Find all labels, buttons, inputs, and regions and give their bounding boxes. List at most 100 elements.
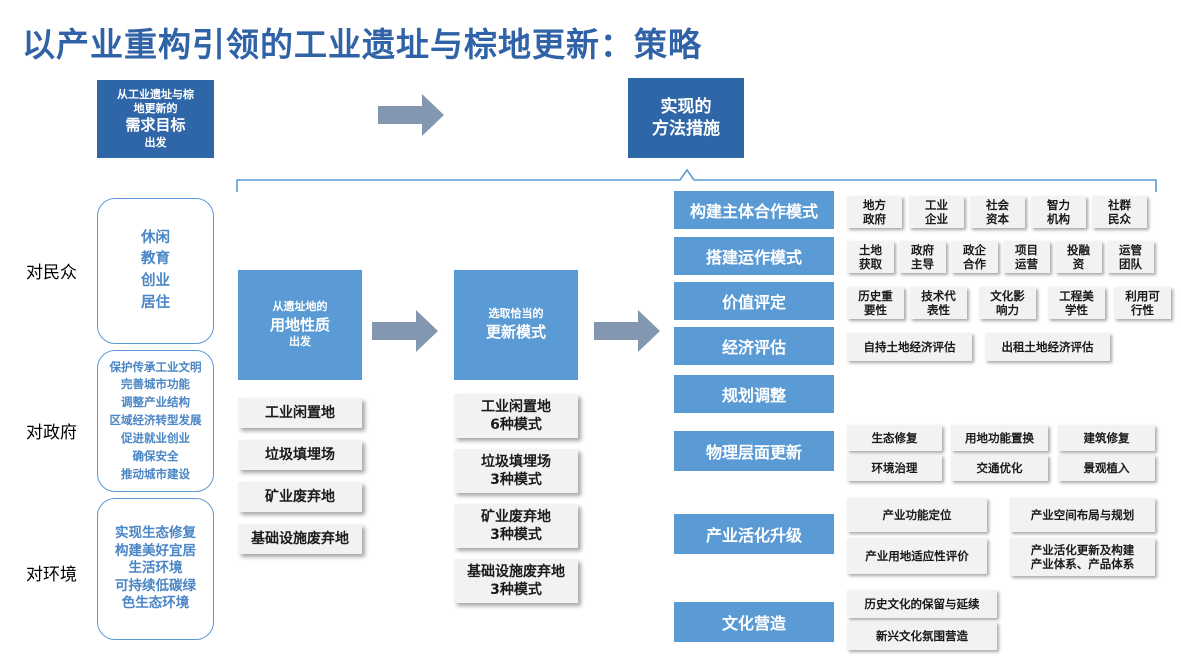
group-box-government: 保护传承工业文明 完善城市功能 调整产业结构 区域经济转型发展 促进就业创业 确…: [97, 350, 214, 492]
environment-item: 构建美好宜居: [115, 542, 196, 559]
group-box-public: 休闲 教育 创业 居住: [97, 198, 214, 344]
chip-text: 团队: [1119, 257, 1142, 271]
chip: 土地获取: [847, 241, 894, 273]
mode-name: 工业闲置地: [481, 398, 551, 415]
chip: 用地功能置换: [951, 425, 1048, 451]
chip-text: 学性: [1065, 303, 1088, 317]
chip-text: 生态修复: [871, 430, 918, 445]
mode-name: 垃圾填埋场: [481, 453, 551, 470]
government-item: 确保安全: [132, 448, 179, 463]
chip: 生态修复: [847, 425, 942, 451]
chip-text: 社会: [986, 197, 1009, 212]
government-item: 区域经济转型发展: [109, 413, 202, 428]
public-item: 教育: [141, 251, 170, 268]
government-item: 保护传承工业文明: [109, 359, 202, 374]
site-type-item: 矿业废弃地: [238, 482, 362, 512]
chip-text: 用地功能置换: [965, 430, 1034, 445]
chip-text: 土地: [859, 242, 882, 257]
renewal-mode-box: 选取恰当的 更新模式: [454, 270, 578, 380]
government-item: 促进就业创业: [121, 430, 190, 445]
mode-count: 3种模式: [490, 527, 542, 543]
chip-text: 主导: [911, 257, 934, 271]
method-line1: 实现的: [660, 96, 712, 117]
mode-count: 3种模式: [490, 472, 542, 488]
chip: 文化影响力: [979, 287, 1036, 319]
chip: 产业用地适应性评价: [847, 538, 987, 574]
government-item: 调整产业结构: [121, 395, 190, 410]
measure-economy: 经济评估: [674, 327, 834, 365]
chip: 交通优化: [951, 455, 1048, 481]
public-item: 休闲: [141, 229, 170, 246]
mode-item: 垃圾填埋场 3种模式: [454, 449, 578, 493]
chip-text: 行性: [1131, 303, 1154, 317]
method-measure-box: 实现的 方法措施: [628, 78, 744, 158]
chip-text: 建筑修复: [1083, 430, 1130, 445]
chip-text: 地方: [863, 197, 886, 212]
chip-text: 出租土地经济评估: [1001, 339, 1094, 354]
environment-item: 可持续低碳绿: [115, 577, 196, 594]
chip-text: 投融: [1067, 242, 1090, 257]
chip-text: 企业: [925, 212, 948, 226]
public-item: 创业: [141, 273, 170, 289]
chip: 产业功能定位: [847, 498, 987, 532]
chip-text: 文化影: [990, 288, 1025, 303]
chip-text: 政府: [911, 242, 934, 257]
chip-text: 资本: [986, 212, 1009, 226]
chip-text: 产业用地适应性评价: [865, 548, 969, 563]
mode-count: 3种模式: [490, 582, 542, 598]
chip-text: 产业活化更新及构建: [1030, 542, 1135, 557]
chip: 社会资本: [970, 196, 1025, 228]
chip-text: 运营: [1015, 257, 1038, 271]
chip: 环境治理: [847, 455, 942, 481]
chip-text: 智力: [1047, 197, 1070, 212]
demand-line1: 从工业遗址与棕: [117, 87, 194, 101]
mode-name: 矿业废弃地: [481, 508, 551, 525]
page-title: 以产业重构引领的工业遗址与棕地更新：策略: [22, 25, 702, 64]
chip-text: 历史重: [858, 288, 893, 303]
chip-text: 机构: [1047, 212, 1070, 226]
mode-item: 基础设施废弃地 3种模式: [454, 559, 578, 603]
chip-text: 自持土地经济评估: [863, 339, 956, 354]
mode-count: 6种模式: [490, 417, 542, 433]
chip-text: 景观植入: [1083, 460, 1130, 475]
arrow-middle-2: [594, 310, 660, 352]
chip-text: 响力: [996, 303, 1019, 317]
chip-text: 表性: [927, 303, 950, 317]
site-type-item: 垃圾填埋场: [238, 440, 362, 470]
method-line2: 方法措施: [652, 119, 720, 139]
measure-physical: 物理层面更新: [674, 431, 834, 471]
site-line3: 出发: [289, 335, 311, 349]
chip-text: 民众: [1108, 212, 1131, 226]
chip-text: 环境治理: [871, 460, 918, 475]
chip-text: 产业体系、产品体系: [1030, 557, 1135, 571]
chip-text: 利用可: [1125, 288, 1160, 303]
environment-item: 色生态环境: [121, 595, 190, 612]
government-item: 推动城市建设: [121, 466, 190, 481]
site-nature-box: 从遗址地的 用地性质 出发: [238, 270, 362, 380]
chip-text: 合作: [963, 257, 986, 271]
measure-cooperation: 构建主体合作模式: [674, 191, 834, 229]
mode-name: 基础设施废弃地: [467, 563, 565, 580]
chip-text: 工业: [925, 197, 948, 212]
chip: 技术代表性: [910, 287, 967, 319]
site-type-item: 工业闲置地: [238, 398, 362, 428]
chip-text: 项目: [1015, 242, 1038, 257]
chip: 政府主导: [899, 241, 946, 273]
chip: 智力机构: [1031, 196, 1086, 228]
site-line1: 从遗址地的: [272, 300, 328, 314]
measure-culture: 文化营造: [674, 602, 834, 642]
chip-text: 社群: [1108, 197, 1131, 212]
mode-item: 矿业废弃地 3种模式: [454, 504, 578, 548]
chip: 工程美学性: [1048, 287, 1105, 319]
brace-line: [236, 168, 1157, 192]
chip-text: 产业空间布局与规划: [1030, 507, 1135, 522]
site-type-item: 基础设施废弃地: [238, 524, 362, 554]
chip: 地方政府: [847, 196, 902, 228]
chip: 工业企业: [909, 196, 964, 228]
chip-text: 工程美: [1059, 288, 1094, 303]
government-item: 完善城市功能: [121, 377, 190, 392]
chip-text: 运管: [1119, 242, 1142, 257]
chip-text: 技术代: [921, 288, 956, 303]
chip-text: 政企: [963, 242, 986, 257]
measure-value: 价值评定: [674, 282, 834, 320]
